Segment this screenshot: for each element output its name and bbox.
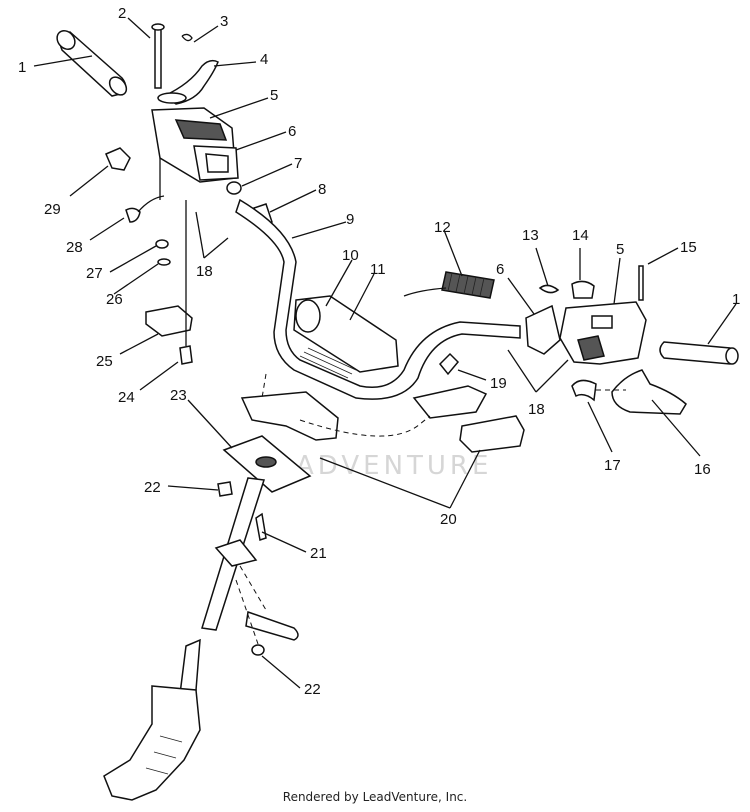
callout-27: 27 xyxy=(86,265,103,282)
callout-14: 14 xyxy=(572,227,589,244)
coil-part xyxy=(403,271,495,299)
bolt-part-column xyxy=(255,512,267,541)
footer-credit: Rendered by LeadVenture, Inc. xyxy=(282,790,468,804)
screw-part xyxy=(638,265,644,301)
bracket-part xyxy=(571,379,597,402)
callout-1-right: 1 xyxy=(732,291,740,308)
callout-15: 15 xyxy=(680,239,697,256)
wire-line xyxy=(137,195,165,213)
mount-plate-part xyxy=(145,305,193,337)
callout-6-left: 6 xyxy=(288,123,296,140)
callout-3: 3 xyxy=(220,13,228,30)
bushing-part xyxy=(226,181,242,195)
guide-line xyxy=(235,565,267,645)
callout-4: 4 xyxy=(260,51,268,68)
callout-8: 8 xyxy=(318,181,326,198)
callout-9: 9 xyxy=(346,211,354,228)
callout-24: 24 xyxy=(118,389,135,406)
left-switch-housing-part xyxy=(151,107,239,200)
callout-26: 26 xyxy=(106,291,123,308)
callout-21: 21 xyxy=(310,545,327,562)
nut-part-upper xyxy=(217,481,233,497)
nut-part xyxy=(155,239,169,249)
callout-1-left: 1 xyxy=(18,59,26,76)
callout-13: 13 xyxy=(522,227,539,244)
callout-10: 10 xyxy=(342,247,359,264)
lever-pivot-part xyxy=(157,92,187,104)
right-grip-part xyxy=(659,341,739,365)
leader-lines xyxy=(33,17,737,689)
handlebar-pad-part xyxy=(293,295,399,379)
callout-7: 7 xyxy=(294,155,302,172)
callout-18-right: 18 xyxy=(528,401,545,418)
callout-2: 2 xyxy=(118,5,126,22)
nut-part-lower xyxy=(251,644,265,656)
right-switch-housing-part xyxy=(525,301,647,365)
bolt-part-lower xyxy=(179,345,193,365)
callout-5-left: 5 xyxy=(270,87,278,104)
switch-knob-part xyxy=(571,280,595,299)
callout-17: 17 xyxy=(604,457,621,474)
callout-28: 28 xyxy=(66,239,83,256)
handlebar-tube-part xyxy=(235,198,521,400)
callout-19: 19 xyxy=(490,375,507,392)
callout-16: 16 xyxy=(694,461,711,478)
connector-part xyxy=(125,207,141,223)
clip-part xyxy=(181,33,193,42)
left-grip-part xyxy=(56,30,128,97)
callout-12: 12 xyxy=(434,219,451,236)
callout-numbers: 1 2 3 4 5 6 7 8 9 10 11 12 13 14 5 15 1 … xyxy=(18,5,740,698)
guide-line xyxy=(261,373,431,437)
callout-5-right: 5 xyxy=(616,241,624,258)
callout-20: 20 xyxy=(440,511,457,528)
callout-11: 11 xyxy=(370,261,386,278)
watermark-text: ADVENTURE xyxy=(296,451,492,481)
callout-29: 29 xyxy=(44,201,61,218)
callout-25: 25 xyxy=(96,353,113,370)
spring-part xyxy=(538,284,560,294)
switch-part xyxy=(105,147,131,171)
washer-part xyxy=(157,258,171,266)
throttle-lever-part xyxy=(611,369,687,415)
steering-column-part xyxy=(103,477,265,801)
callout-6-right: 6 xyxy=(496,261,504,278)
pin-part xyxy=(245,610,299,641)
callout-22-lower: 22 xyxy=(304,681,321,698)
clamp-assembly-part xyxy=(240,352,525,453)
bolt-part xyxy=(151,23,165,89)
callout-22-upper: 22 xyxy=(144,479,161,496)
callout-23: 23 xyxy=(170,387,187,404)
callout-18-left: 18 xyxy=(196,263,213,280)
